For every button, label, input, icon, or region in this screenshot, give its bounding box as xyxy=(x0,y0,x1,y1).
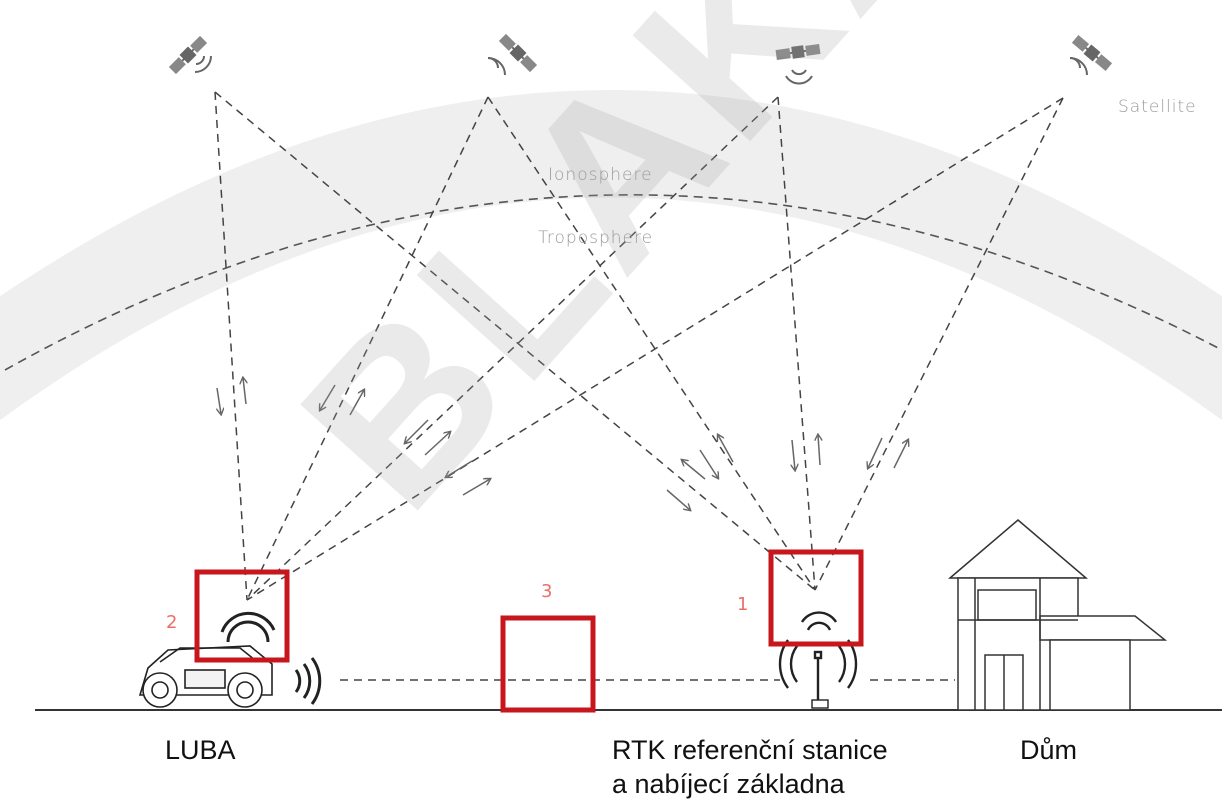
satellite-1-icon xyxy=(167,34,209,76)
luba-label: LUBA xyxy=(165,735,236,765)
highlight-box-1 xyxy=(768,549,864,647)
rtk-station-icon xyxy=(778,611,858,709)
luba-mower-icon xyxy=(138,645,273,708)
ionosphere-band xyxy=(0,90,1222,421)
luba-antenna-waves xyxy=(220,611,322,705)
troposphere-label: Troposphere xyxy=(538,228,654,248)
satellite-2-icon xyxy=(497,32,539,74)
satellite-label: Satellite xyxy=(1118,97,1197,117)
satellite-4-icon xyxy=(1070,33,1114,73)
ionosphere-label: Ionosphere xyxy=(548,165,653,185)
signal-paths xyxy=(214,91,1064,681)
troposphere-arc xyxy=(4,194,1222,371)
house-label: Dům xyxy=(1020,735,1078,765)
marker-number-2: 2 xyxy=(166,612,178,633)
satellite-3-icon xyxy=(774,41,822,63)
highlight-box-2 xyxy=(194,569,290,663)
satellite-signal-waves xyxy=(194,55,1088,85)
rtk-station-label-line1: RTK referenční stanice xyxy=(612,735,888,765)
marker-number-3: 3 xyxy=(541,581,553,602)
house-icon xyxy=(947,519,1168,711)
rtk-station-label-line2: a nabíjecí základna xyxy=(612,769,845,799)
highlight-box-3 xyxy=(500,615,596,713)
marker-number-1: 1 xyxy=(737,594,749,615)
signal-arrows xyxy=(217,378,908,510)
